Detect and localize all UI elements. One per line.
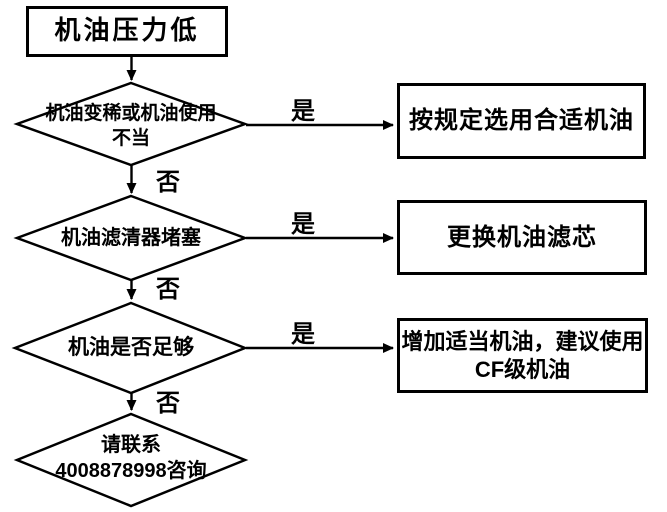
action-2-replace-filter: 更换机油滤芯 — [397, 200, 647, 275]
decision-2-diamond — [13, 194, 249, 282]
yes-label-1: 是 — [291, 99, 315, 125]
action-2-label: 更换机油滤芯 — [447, 224, 597, 251]
decision-3-diamond — [11, 301, 249, 395]
action-3-add-oil: 增加适当机油，建议使用 CF级机油 — [397, 318, 648, 393]
start-node-label: 机油压力低 — [54, 16, 200, 46]
yes-label-3: 是 — [291, 322, 315, 348]
yes-label-2: 是 — [291, 212, 315, 238]
action-1-select-proper-oil: 按规定选用合适机油 — [397, 83, 646, 159]
decision-4-diamond — [13, 412, 249, 508]
decision-1-diamond — [13, 81, 249, 167]
start-node: 机油压力低 — [26, 6, 228, 57]
action-3-line2: CF级机油 — [475, 356, 570, 384]
action-3-line1: 增加适当机油，建议使用 — [401, 329, 644, 354]
no-label-1: 否 — [156, 170, 180, 196]
action-3-line2-rest: 级机油 — [504, 356, 571, 382]
action-1-label: 按规定选用合适机油 — [409, 108, 634, 134]
no-label-3: 否 — [156, 391, 180, 417]
no-label-2: 否 — [156, 277, 180, 303]
cf-grade-text: CF — [474, 356, 505, 382]
